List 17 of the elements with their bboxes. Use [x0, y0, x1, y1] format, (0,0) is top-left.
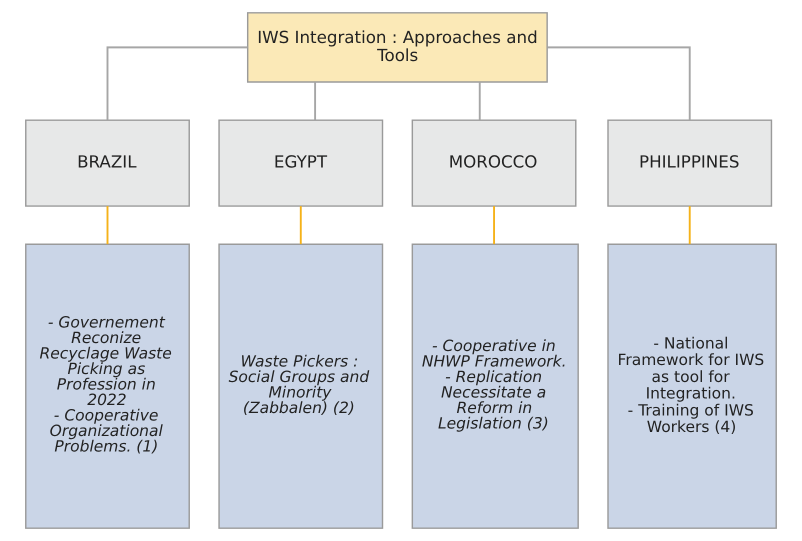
connector	[547, 46, 691, 120]
node-box: - National Framework for IWS as tool for Integration. - Training of IWS Workers (4)	[607, 244, 777, 529]
connector	[478, 82, 481, 120]
node-box: PHILIPPINES	[607, 119, 772, 207]
node-box: - Cooperative in NHWP Framework. - Replication Necessitate a Reform in Legislation (3)	[412, 244, 579, 529]
connector	[493, 206, 496, 244]
node-box: MOROCCO	[412, 119, 576, 207]
node-box: - Governement Reconize Recyclage Waste Picking as Profession in 2022 - Cooperative Organizational Problems. (1)	[25, 244, 190, 529]
connector	[688, 206, 691, 244]
node-box: IWS Integration : Approaches and Tools	[246, 12, 548, 83]
connector	[314, 82, 316, 120]
node-box: BRAZIL	[25, 119, 190, 207]
connector	[106, 46, 248, 120]
connector	[106, 206, 108, 244]
connector	[300, 206, 302, 244]
node-box: EGYPT	[218, 119, 384, 207]
node-box: Waste Pickers : Social Groups and Minority (Zabbalen) (2)	[218, 244, 384, 529]
